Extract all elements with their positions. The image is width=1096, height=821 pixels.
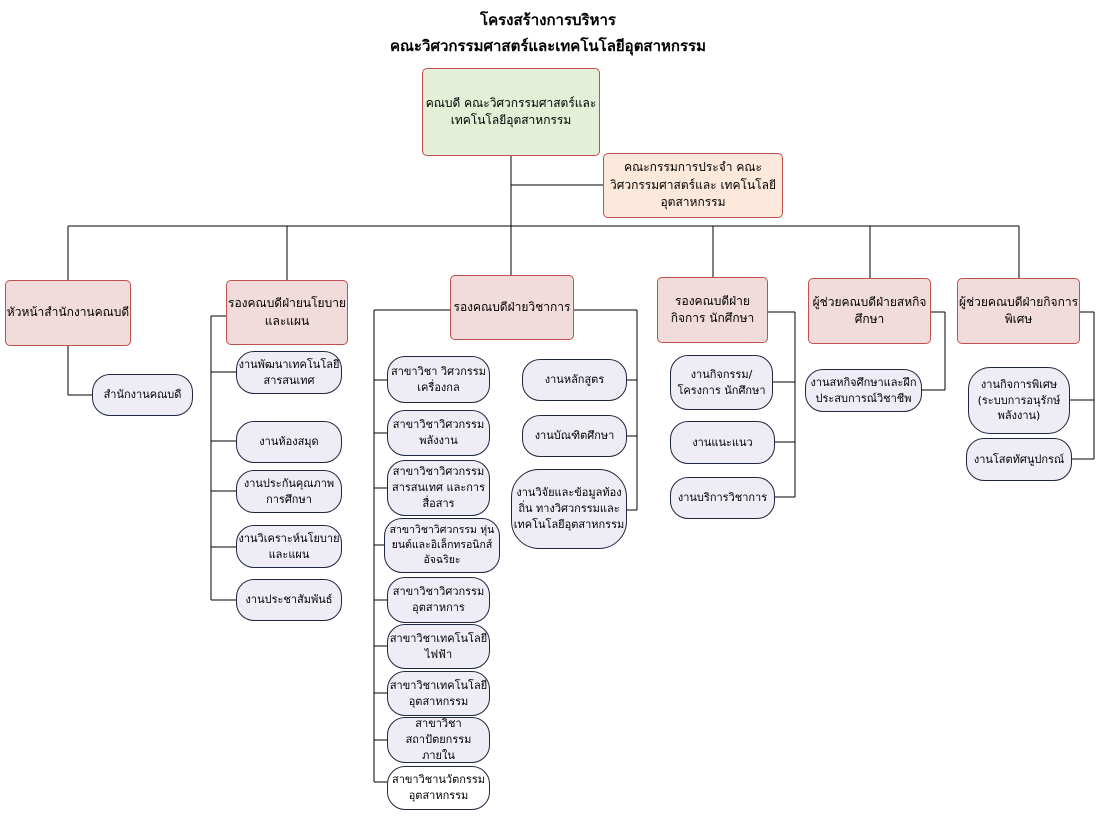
unit-research-local-data: งานวิจัยและข้อมูลท้องถิ่น ทางวิศวกรรมและ… xyxy=(511,469,627,549)
branch-label: สาขาวิชาสถาปัตยกรรม xyxy=(405,717,472,747)
head-vice-dean-student-affairs: รองคณบดีฝ่ายกิจการ นักศึกษา xyxy=(657,277,768,343)
branch-label: สาขาวิชาเทคโนโลยี xyxy=(389,631,488,645)
branch-label-2: อุตสาหกรรม xyxy=(408,789,469,802)
dean-box: คณบดี คณะวิศวกรรมศาสตร์และ เทคโนโลยีอุตส… xyxy=(422,68,600,156)
dean-faculty-line: คณะวิศวกรรมศาสตร์และ xyxy=(464,95,597,110)
branch-label: สาขาวิชา xyxy=(391,364,438,378)
head-label: หัวหน้าสำนักงานคณบดี xyxy=(6,305,130,320)
unit-label-2: การศึกษา xyxy=(266,492,312,506)
unit-label-2: (ระบบการอนุรักษ์ xyxy=(977,393,1061,407)
branch-label-2: ไฟฟ้า xyxy=(424,647,453,661)
head-label: รองคณบดีฝ่ายวิชาการ xyxy=(453,299,571,314)
unit-label: สำนักงานคณบดี xyxy=(103,388,182,402)
unit-label: งานวิเคราะห์นโยบาย xyxy=(238,531,340,545)
unit-label: งานกิจกรรม/โครงการ xyxy=(677,367,753,397)
page-subtitle: คณะวิศวกรรมศาสตร์และเทคโนโลยีอุตสาหกรรม xyxy=(390,37,706,55)
unit-label: งานโสตทัศนูปกรณ์ xyxy=(973,452,1065,466)
branch-label: สาขาวิชาวิศวกรรม xyxy=(392,418,485,432)
branch-label-3: อัจฉริยะ xyxy=(423,554,461,567)
unit-label: งานแนะแนว xyxy=(692,435,753,449)
branch-energy-engineering: สาขาวิชาวิศวกรรม พลังงาน xyxy=(387,410,490,456)
unit-dean-office: สำนักงานคณบดี xyxy=(92,374,193,416)
unit-label: งานหลักสูตร xyxy=(544,373,605,387)
dean-faculty-line-2: เทคโนโลยีอุตสาหกรรม xyxy=(450,113,572,127)
branch-information-communication-engineering: สาขาวิชาวิศวกรรม สารสนเทศ และการสื่อสาร xyxy=(387,460,490,516)
branch-label-2: วิศวกรรมเครื่องกล xyxy=(417,364,486,394)
unit-library: งานห้องสมุด xyxy=(236,421,342,463)
branch-label-2: พลังงาน xyxy=(419,434,458,447)
unit-label: งานประกันคุณภาพ xyxy=(243,476,335,490)
unit-label-2: ทางวิศวกรรมและ xyxy=(536,502,620,516)
branch-industrial-engineering: สาขาวิชาวิศวกรรม อุตสาหการ xyxy=(387,577,490,623)
unit-label: งานห้องสมุด xyxy=(259,435,319,449)
unit-label-3: พลังงาน) xyxy=(997,409,1041,423)
unit-quality-assurance: งานประกันคุณภาพ การศึกษา xyxy=(236,470,342,513)
unit-label: งานบริการวิชาการ xyxy=(677,491,768,505)
branch-electrical-technology: สาขาวิชาเทคโนโลยี ไฟฟ้า xyxy=(387,624,490,669)
unit-student-activities: งานกิจกรรม/โครงการ นักศึกษา xyxy=(670,355,773,410)
head-office-director: หัวหน้าสำนักงานคณบดี xyxy=(5,280,131,346)
board-faculty-line-2: เทคโนโลยีอุตสาหกรรม xyxy=(660,177,776,210)
unit-label: งานประชาสัมพันธ์ xyxy=(245,593,333,607)
head-label: ผู้ช่วยคณบดีฝ่ายสหกิจ xyxy=(812,294,927,309)
head-label-2: ศึกษา xyxy=(854,312,885,326)
head-label: รองคณบดีฝ่ายนโยบาย xyxy=(228,296,346,311)
unit-label-2: สารสนเทศ xyxy=(263,373,315,387)
branch-mechanical-engineering: สาขาวิชา วิศวกรรมเครื่องกล xyxy=(387,356,490,403)
branch-label: สาขาวิชาเทคโนโลยี xyxy=(389,678,488,692)
head-label-2: และแผน xyxy=(264,313,310,328)
unit-label-2: และแผน xyxy=(268,547,310,561)
unit-academic-services: งานบริการวิชาการ xyxy=(670,477,775,519)
unit-label-2: นักศึกษา xyxy=(724,383,766,397)
head-label-2: นักศึกษา xyxy=(709,311,755,325)
branch-label-2: ภายใน xyxy=(422,748,455,762)
head-label: รองคณบดีฝ่ายกิจการ xyxy=(670,293,750,325)
branch-label: สาขาวิชานวัตกรรม xyxy=(392,773,485,787)
head-assistant-dean-special-affairs: ผู้ช่วยคณบดีฝ่ายกิจการ พิเศษ xyxy=(957,278,1080,344)
unit-curriculum: งานหลักสูตร xyxy=(522,359,627,401)
unit-public-relations: งานประชาสัมพันธ์ xyxy=(236,579,342,621)
unit-cooperative-education: งานสหกิจศึกษาและฝึก ประสบการณ์วิชาชีพ xyxy=(805,369,922,412)
unit-graduate-studies: งานบัณฑิตศึกษา xyxy=(522,415,627,457)
unit-label-2: ประสบการณ์วิชาชีพ xyxy=(815,391,912,405)
head-assistant-dean-cooperative-education: ผู้ช่วยคณบดีฝ่ายสหกิจ ศึกษา xyxy=(808,278,931,344)
branch-label: สาขาวิชาวิศวกรรม xyxy=(392,465,485,479)
branch-label: สาขาวิชาวิศวกรรม xyxy=(392,585,485,599)
board-title: คณะกรรมการประจำ xyxy=(624,160,733,175)
head-vice-dean-policy-planning: รองคณบดีฝ่ายนโยบาย และแผน xyxy=(226,280,348,345)
branch-robotics-electronics-engineering: สาขาวิชาวิศวกรรม หุ่นยนต์และอิเล็กทรอนิก… xyxy=(384,518,500,573)
unit-label: งานกิจการพิเศษ xyxy=(980,377,1058,391)
unit-guidance: งานแนะแนว xyxy=(670,421,775,464)
unit-label: งานบัณฑิตศึกษา xyxy=(534,429,615,443)
branch-interior-architecture: สาขาวิชาสถาปัตยกรรม ภายใน xyxy=(387,717,490,763)
head-vice-dean-academic: รองคณบดีฝ่ายวิชาการ xyxy=(450,275,574,340)
unit-special-affairs: งานกิจการพิเศษ (ระบบการอนุรักษ์ พลังงาน) xyxy=(968,367,1070,434)
branch-label-3: และการสื่อสาร xyxy=(422,481,485,510)
unit-it-development: งานพัฒนาเทคโนโลยี สารสนเทศ xyxy=(236,351,342,394)
branch-industrial-technology: สาขาวิชาเทคโนโลยี อุตสาหกรรม xyxy=(387,671,490,716)
head-label-2: พิเศษ xyxy=(1004,312,1033,326)
faculty-board-box: คณะกรรมการประจำ คณะวิศวกรรมศาสตร์และ เทค… xyxy=(603,153,783,218)
board-faculty-line: คณะวิศวกรรมศาสตร์และ xyxy=(610,160,762,192)
branch-label: สาขาวิชาวิศวกรรม xyxy=(389,523,477,536)
branch-label-2: อุตสาหการ xyxy=(412,601,465,614)
branch-label-2: สารสนเทศ xyxy=(391,481,444,495)
head-label: ผู้ช่วยคณบดีฝ่ายกิจการ xyxy=(958,294,1079,309)
branch-label-2: อุตสาหกรรม xyxy=(408,694,469,708)
branch-label-2: หุ่นยนต์และอิเล็กทรอนิกส์ xyxy=(391,523,495,551)
unit-policy-analysis: งานวิเคราะห์นโยบาย และแผน xyxy=(236,525,342,568)
branch-industrial-innovation: สาขาวิชานวัตกรรม อุตสาหกรรม xyxy=(387,766,490,810)
dean-title: คณบดี xyxy=(425,95,461,110)
unit-label: งานสหกิจศึกษาและฝึก xyxy=(810,375,917,389)
unit-label: งานวิจัยและข้อมูลท้องถิ่น xyxy=(516,486,622,516)
page-title: โครงสร้างการบริหาร xyxy=(480,11,616,29)
unit-audiovisual: งานโสตทัศนูปกรณ์ xyxy=(966,438,1072,481)
unit-label-3: เทคโนโลยีอุตสาหกรรม xyxy=(513,517,625,531)
unit-label: งานพัฒนาเทคโนโลยี xyxy=(238,357,340,371)
